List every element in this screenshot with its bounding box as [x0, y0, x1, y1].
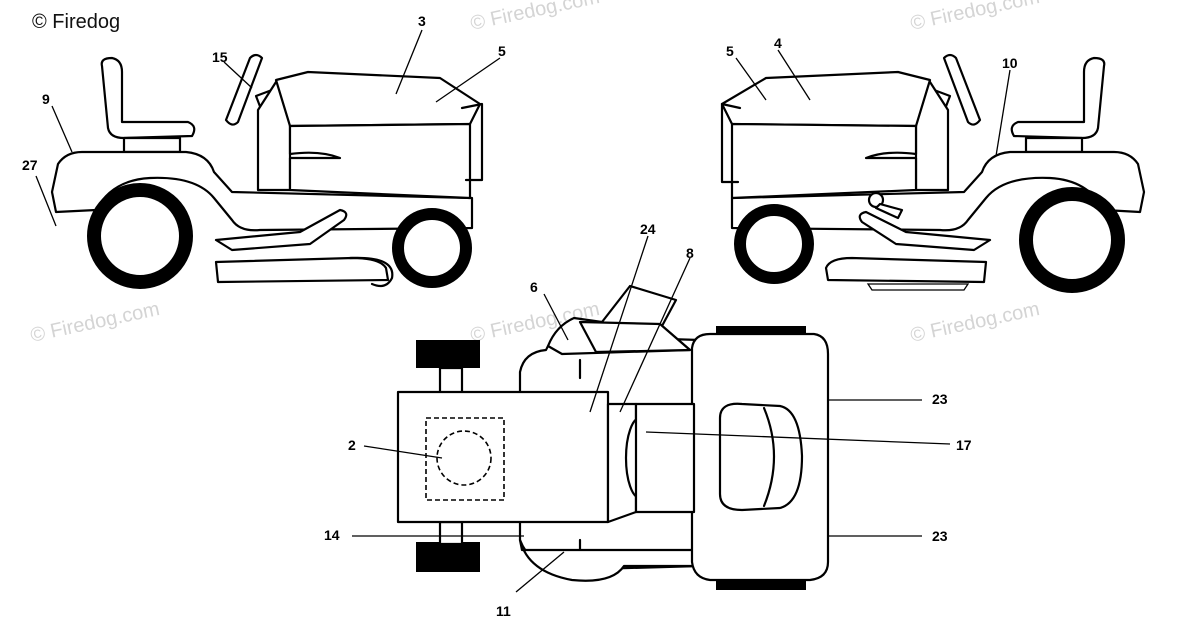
leader-11 [515, 551, 565, 593]
callout-11: 11 [496, 603, 511, 619]
leader-10 [995, 69, 1011, 157]
leader-17 [645, 431, 951, 445]
chute-deflector-top-view [578, 320, 692, 354]
callout-6: 6 [530, 279, 538, 295]
leader-6 [543, 293, 569, 341]
leader-4 [777, 49, 811, 101]
leader-2 [363, 445, 443, 459]
seat-base-right-view [1024, 136, 1084, 154]
leader-8 [619, 257, 691, 413]
rear-tire-top-right [416, 542, 480, 572]
rear-body-right-view [730, 150, 1146, 232]
rear-wheel-right-view [1019, 187, 1125, 293]
hood-panel-top-view [718, 402, 804, 512]
steering-wheel-left-view [224, 53, 264, 126]
callout-23-lower: 23 [932, 528, 948, 544]
hood-contour-top-view [762, 406, 776, 508]
callout-24: 24 [640, 221, 656, 237]
callout-4: 4 [774, 35, 782, 51]
rear-wheel-left-view [87, 183, 193, 289]
leader-15 [223, 61, 253, 89]
leader-lines [35, 29, 1011, 593]
callout-17: 17 [956, 437, 972, 453]
rear-body-left-view [50, 150, 474, 232]
front-wheel-left-view [392, 208, 472, 288]
leader-5-left [435, 57, 501, 103]
leader-3 [395, 29, 423, 95]
front-wheel-right-view [734, 204, 814, 284]
hood-top-right-view [720, 70, 932, 128]
mower-deck-right-view [824, 256, 988, 284]
callout-3: 3 [418, 13, 426, 29]
hood-neck-top-view [634, 402, 696, 514]
footrest-right-view [858, 210, 992, 252]
hood-side-left-view [288, 122, 472, 200]
callout-9: 9 [42, 91, 50, 107]
callout-14: 14 [324, 527, 340, 543]
callout-23-upper: 23 [932, 391, 948, 407]
callout-15: 15 [212, 49, 228, 65]
deck-side-lower-top-view [518, 538, 702, 582]
grille-left-view [460, 102, 484, 182]
watermark-top-right: © Firedog.com [908, 0, 1041, 35]
callout-10: 10 [1002, 55, 1018, 71]
hood-top-left-view [274, 70, 482, 128]
leader-24 [589, 235, 649, 413]
callout-5-right: 5 [726, 43, 734, 59]
footrest-left-view [214, 208, 348, 252]
discharge-chute-left-view [348, 256, 394, 288]
leader-9 [51, 105, 73, 153]
watermark-mid-left: © Firedog.com [28, 298, 161, 347]
callout-27: 27 [22, 157, 38, 173]
axle-top-upper [438, 366, 464, 396]
steering-wheel-right-view [942, 53, 982, 126]
grille-right-view [720, 102, 742, 184]
rear-tire-top-left [416, 340, 480, 368]
deck-skirt-right-view [866, 283, 970, 291]
watermark-top-center: © Firedog.com [468, 0, 601, 35]
seat-left-view [100, 56, 196, 140]
seat-base-left-view [122, 136, 182, 154]
callout-5-left: 5 [498, 43, 506, 59]
mower-top-view [396, 284, 830, 590]
corner-watermark: © Firedog [32, 11, 120, 33]
lift-lever [874, 202, 904, 220]
mower-deck-left-view [214, 256, 390, 284]
callout-numbers: 3 5 15 9 27 4 5 10 6 24 8 2 14 11 17 23 … [22, 13, 1018, 619]
seat-right-view [1010, 56, 1106, 140]
watermark-mid-right: © Firedog.com [908, 298, 1041, 347]
leader-5-right [735, 57, 767, 101]
leader-27 [35, 175, 57, 227]
mower-left-side-view [50, 53, 484, 289]
fuel-cap-dashed [436, 430, 492, 486]
seat-top-view [396, 390, 610, 524]
callout-2: 2 [348, 437, 356, 453]
callout-8: 8 [686, 245, 694, 261]
axle-top-lower [438, 520, 464, 546]
hood-side-right-view [730, 122, 918, 200]
mower-right-side-view [720, 53, 1146, 293]
